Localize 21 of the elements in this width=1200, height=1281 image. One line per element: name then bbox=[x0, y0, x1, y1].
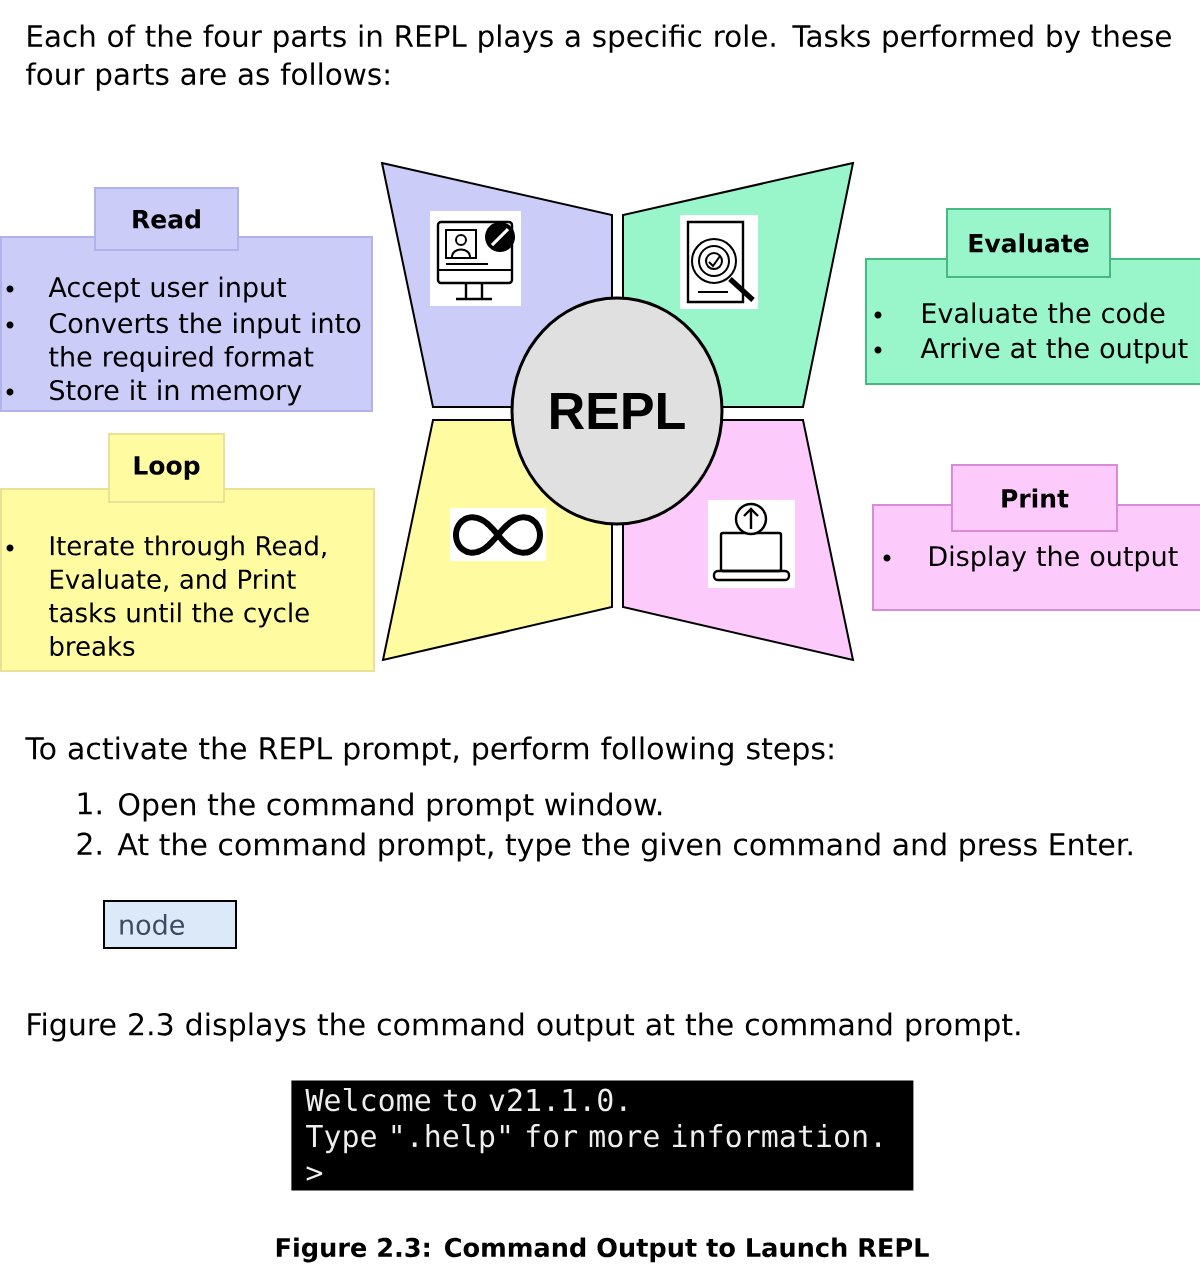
list-item: Arrive at the output bbox=[920, 337, 1188, 364]
code-box: node bbox=[103, 900, 237, 949]
list-item: Display the output bbox=[930, 545, 1178, 572]
list-item: Evaluate the code bbox=[923, 302, 1165, 324]
terminal-window: Welcome to v21.1.0. Type ".help" for more information. > bbox=[291, 1080, 914, 1191]
list-item: Accept user input bbox=[48, 276, 287, 303]
heading-tab: Evaluate bbox=[946, 208, 1111, 278]
paragraph: Figure 2.3 displays the command output at the command prompt. bbox=[28, 1012, 1020, 1042]
list-item: Iterate through Read, Evaluate, and Print tasks until the cycle breaks bbox=[49, 535, 326, 657]
paragraph: To activate the REPL prompt, perform following steps: bbox=[25, 736, 833, 766]
list-item: At the command prompt, type the given command and press Enter. bbox=[117, 832, 1132, 862]
figure-caption: Figure 2.3: Command Output to Launch REPL bbox=[276, 1237, 929, 1263]
heading-tab: Print bbox=[951, 464, 1118, 532]
list-number: 1. bbox=[78, 792, 101, 815]
heading-tab: Read bbox=[94, 187, 239, 251]
list-number: 2. bbox=[77, 832, 101, 855]
heading-tab: Loop bbox=[108, 433, 225, 503]
list-item: Store it in memory bbox=[50, 379, 302, 406]
list-item: Converts the input into the required format bbox=[49, 312, 361, 373]
list-item: Open the command prompt window. bbox=[119, 792, 662, 822]
paragraph: Each of the four parts in REPL plays a specific role. Tasks performed by these four parts are as follows: bbox=[26, 24, 1171, 91]
